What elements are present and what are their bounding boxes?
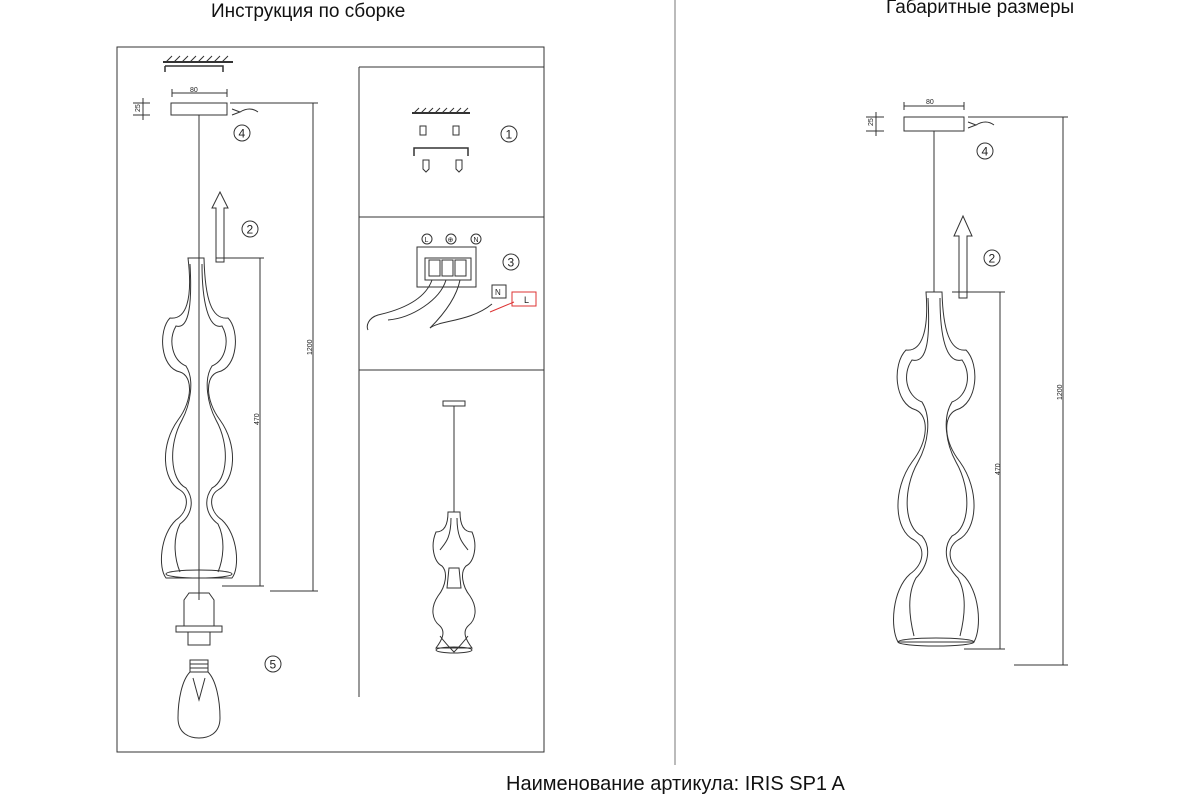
total-length-label: 1200 xyxy=(307,339,314,355)
canopy xyxy=(170,102,228,116)
wire-tag-live: L xyxy=(524,295,529,305)
socket xyxy=(175,592,223,646)
step-5-label: 5 xyxy=(270,658,277,672)
assembly-labels: 80 25 1200 470 4 2 1 3 5 L ⊕ N N L xyxy=(135,87,529,673)
step-4-label: 4 xyxy=(982,145,989,159)
terminal-earth-label: ⊕ xyxy=(448,237,454,244)
assembly-frame xyxy=(116,46,545,753)
article-name: Наименование артикула: IRIS SP1 A xyxy=(506,773,845,795)
canopy xyxy=(903,116,965,132)
glass-shade xyxy=(893,291,979,647)
dimension-labels: 80 25 1200 470 4 2 xyxy=(868,99,1064,475)
terminal-block xyxy=(366,246,537,331)
assembly-panel xyxy=(116,46,545,753)
shade-length-label: 470 xyxy=(995,463,1002,475)
shade-length-label: 470 xyxy=(254,413,261,425)
canopy-height-label: 25 xyxy=(868,118,875,126)
step-2-label: 2 xyxy=(247,223,254,237)
wire-tag-neutral: N xyxy=(495,288,501,297)
terminal-live-label: L xyxy=(425,237,429,244)
canopy-height-label: 25 xyxy=(135,104,142,112)
step-2-label: 2 xyxy=(989,252,996,266)
lift-arrow-icon xyxy=(953,214,973,299)
step-1-label: 1 xyxy=(506,128,513,142)
dimensions-title: Габаритные размеры xyxy=(886,0,1075,18)
edison-bulb xyxy=(177,659,221,739)
step-3-label: 3 xyxy=(508,256,515,270)
ceiling-hatch xyxy=(163,55,233,72)
width-label: 80 xyxy=(190,87,198,94)
assembly-title: Инструкция по сборке xyxy=(211,1,406,22)
glass-shade xyxy=(160,257,238,579)
lift-arrow-icon xyxy=(211,190,229,263)
step-4-label: 4 xyxy=(239,127,246,141)
total-length-label: 1200 xyxy=(1057,384,1064,400)
width-label: 80 xyxy=(926,99,934,106)
mounting-bracket xyxy=(412,107,470,173)
dimensions-drawing xyxy=(866,102,1068,666)
terminal-neutral-label: N xyxy=(474,237,479,244)
assembled-lamp-preview xyxy=(432,400,476,654)
